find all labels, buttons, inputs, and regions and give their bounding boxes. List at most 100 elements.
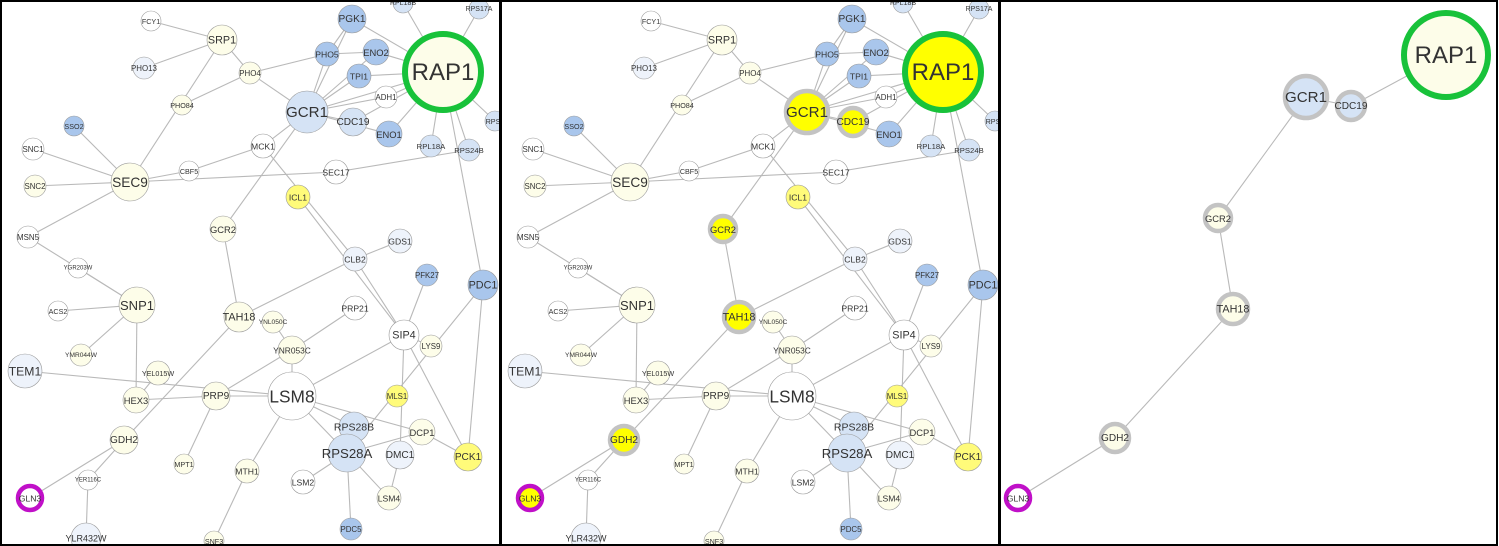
node-tem1[interactable]: TEM1 — [7, 353, 43, 389]
node-snp1[interactable]: SNP1 — [618, 286, 656, 324]
node-pho84[interactable]: PHO84 — [170, 94, 194, 116]
node-dmc1[interactable]: DMC1 — [886, 440, 915, 470]
node-pck1[interactable]: PCK1 — [453, 442, 483, 472]
node-rps24b[interactable]: RPS24B — [454, 138, 484, 162]
node-gdh2[interactable]: GDH2 — [1098, 421, 1132, 455]
node-rps2[interactable]: RPS2 — [984, 110, 1005, 132]
node-adh1[interactable]: ADH1 — [874, 85, 898, 109]
node-msn5[interactable]: MSN5 — [16, 225, 40, 249]
node-gcr1[interactable]: GCR1 — [783, 88, 831, 136]
node-mck1[interactable]: MCK1 — [750, 133, 776, 159]
node-yer116c[interactable]: YER116C — [75, 469, 102, 491]
node-ylr432w[interactable]: YLR432W — [565, 522, 607, 546]
node-lsm8[interactable]: LSM8 — [767, 371, 817, 421]
node-sip4[interactable]: SIP4 — [388, 319, 420, 351]
node-rap1[interactable]: RAP1 — [1401, 10, 1491, 100]
node-msn5[interactable]: MSN5 — [516, 225, 540, 249]
node-rap1[interactable]: RAP1 — [902, 31, 984, 113]
node-gcr2[interactable]: GCR2 — [209, 215, 237, 243]
node-cdc19[interactable]: CDC19 — [1334, 89, 1368, 123]
node-rps2[interactable]: RPS2 — [484, 110, 505, 132]
node-sip4[interactable]: SIP4 — [888, 319, 920, 351]
node-snf3[interactable]: SNF3 — [703, 530, 725, 546]
node-cbf5[interactable]: CBF5 — [178, 160, 200, 182]
node-eno2[interactable]: ENO2 — [362, 38, 390, 66]
node-pho4[interactable]: PHO4 — [238, 61, 261, 85]
node-sec9[interactable]: SEC9 — [610, 162, 650, 202]
node-pho5[interactable]: PHO5 — [814, 41, 840, 67]
node-ymr044w[interactable]: YMR044W — [65, 343, 98, 367]
node-tah18[interactable]: TAH18 — [223, 301, 256, 333]
node-pdc5[interactable]: PDC5 — [339, 517, 363, 541]
node-mck1[interactable]: MCK1 — [250, 133, 276, 159]
node-tah18[interactable]: TAH18 — [1215, 291, 1251, 327]
node-rap1[interactable]: RAP1 — [402, 31, 484, 113]
node-lys9[interactable]: LYS9 — [919, 334, 943, 358]
node-gcr1[interactable]: GCR1 — [1282, 73, 1330, 121]
node-fcy1[interactable]: FCY1 — [640, 10, 662, 32]
node-prp9[interactable]: PRP9 — [201, 381, 231, 411]
node-tem1[interactable]: TEM1 — [507, 353, 543, 389]
node-dcp1[interactable]: DCP1 — [908, 418, 936, 446]
node-rps28a[interactable]: RPS28A — [822, 433, 873, 473]
node-snc2[interactable]: SNC2 — [23, 174, 47, 198]
node-gln3[interactable]: GLN3 — [15, 483, 45, 513]
node-rps28a[interactable]: RPS28A — [322, 433, 373, 473]
node-hex3[interactable]: HEX3 — [122, 386, 150, 414]
node-pdc1[interactable]: PDC1 — [967, 269, 999, 301]
node-snp1[interactable]: SNP1 — [118, 286, 156, 324]
node-gln3[interactable]: GLN3 — [1003, 483, 1033, 513]
node-cbf5[interactable]: CBF5 — [678, 160, 700, 182]
node-mpt1[interactable]: MPT1 — [173, 453, 195, 475]
node-pho13[interactable]: PHO13 — [631, 56, 658, 80]
node-snc2[interactable]: SNC2 — [523, 174, 547, 198]
node-srp1[interactable]: SRP1 — [706, 24, 738, 56]
node-gln3[interactable]: GLN3 — [515, 483, 545, 513]
node-gcr1[interactable]: GCR1 — [285, 90, 329, 134]
node-rpl18b[interactable]: RPL18B — [390, 0, 416, 14]
node-ymr044w[interactable]: YMR044W — [565, 343, 598, 367]
node-ylr432w[interactable]: YLR432W — [65, 522, 107, 546]
node-eno1[interactable]: ENO1 — [375, 120, 403, 148]
node-gcr2[interactable]: GCR2 — [707, 213, 739, 245]
node-sec17[interactable]: SEC17 — [322, 159, 350, 185]
node-pho5[interactable]: PHO5 — [314, 41, 340, 67]
node-pdc1[interactable]: PDC1 — [467, 269, 499, 301]
node-rps24b[interactable]: RPS24B — [954, 138, 984, 162]
node-mth1[interactable]: MTH1 — [734, 458, 760, 484]
node-acs2[interactable]: ACS2 — [47, 300, 69, 322]
node-rps17a[interactable]: RPS17A — [466, 0, 493, 20]
node-cdc19[interactable]: CDC19 — [836, 105, 870, 139]
node-dmc1[interactable]: DMC1 — [386, 440, 415, 470]
node-lsm8[interactable]: LSM8 — [267, 371, 317, 421]
node-pgk1[interactable]: PGK1 — [337, 4, 367, 34]
node-tpi1[interactable]: TPI1 — [846, 63, 872, 89]
node-mth1[interactable]: MTH1 — [234, 458, 260, 484]
node-dcp1[interactable]: DCP1 — [408, 418, 436, 446]
node-ygr203w[interactable]: YGR203W — [564, 257, 593, 279]
node-srp1[interactable]: SRP1 — [206, 24, 238, 56]
node-clb2[interactable]: CLB2 — [842, 246, 868, 272]
node-mls1[interactable]: MLS1 — [885, 384, 909, 408]
node-mls1[interactable]: MLS1 — [385, 384, 409, 408]
node-snc1[interactable]: SNC1 — [521, 137, 545, 161]
node-acs2[interactable]: ACS2 — [547, 300, 569, 322]
node-rpl18a[interactable]: RPL18A — [417, 134, 447, 158]
node-pho13[interactable]: PHO13 — [131, 56, 158, 80]
node-fcy1[interactable]: FCY1 — [140, 10, 162, 32]
node-lsm4[interactable]: LSM4 — [376, 485, 402, 511]
node-icl1[interactable]: ICL1 — [285, 184, 311, 210]
node-yer116c[interactable]: YER116C — [575, 469, 602, 491]
node-clb2[interactable]: CLB2 — [342, 246, 368, 272]
node-pho84[interactable]: PHO84 — [670, 94, 694, 116]
node-icl1[interactable]: ICL1 — [785, 184, 811, 210]
node-gds1[interactable]: GDS1 — [887, 228, 913, 254]
node-gcr2[interactable]: GCR2 — [1202, 202, 1234, 234]
node-yel015w[interactable]: YEL015W — [142, 360, 175, 386]
node-mpt1[interactable]: MPT1 — [673, 453, 695, 475]
node-eno1[interactable]: ENO1 — [875, 120, 903, 148]
node-pfk27[interactable]: PFK27 — [915, 263, 939, 287]
node-ynr053c[interactable]: YNR053C — [773, 335, 811, 365]
node-snf3[interactable]: SNF3 — [203, 530, 225, 546]
node-yel015w[interactable]: YEL015W — [642, 360, 675, 386]
